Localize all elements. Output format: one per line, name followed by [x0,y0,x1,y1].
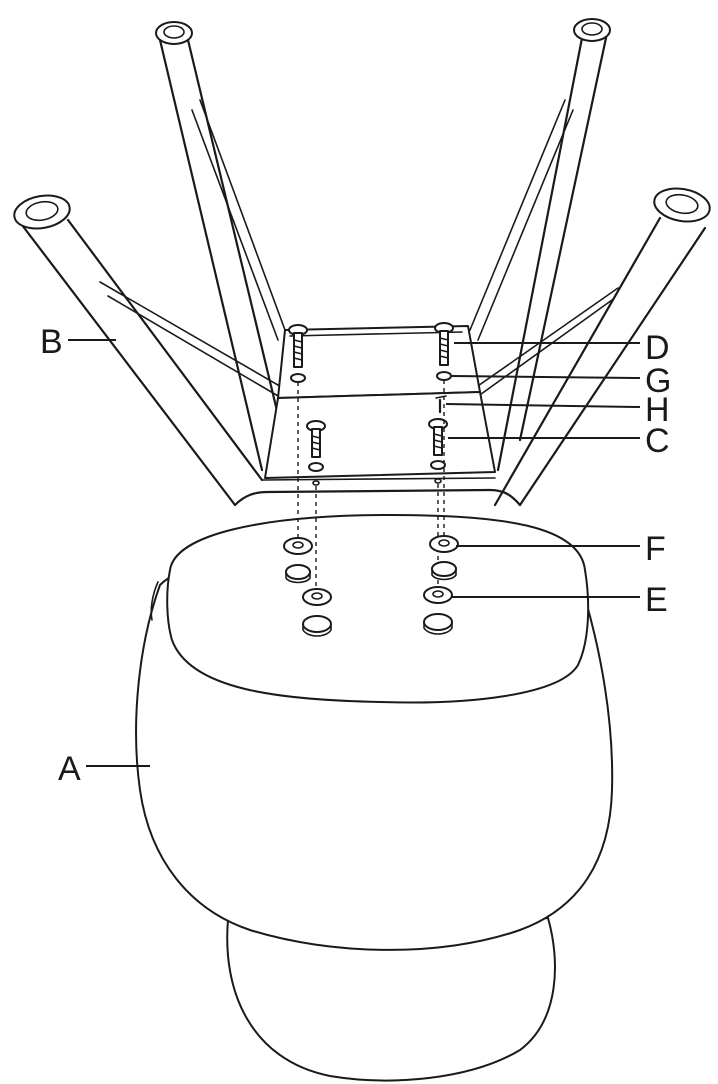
bolt-d-left [288,324,308,368]
label-e: E [645,581,668,619]
label-h: H [645,391,670,429]
washer-c-right [430,460,446,470]
chair-frame [13,18,711,507]
bolt-d-right [434,322,454,366]
washer-g-left [290,373,306,383]
bolt-c-left [306,420,326,458]
nut-f-right [429,535,459,581]
label-d: D [645,329,670,367]
washer-g-right [436,371,452,381]
label-g: G [645,362,671,400]
washer-c-left [308,462,324,472]
label-a: A [58,750,81,788]
nut-f-left [283,537,313,584]
label-c: C [645,422,670,460]
label-b: B [40,323,63,361]
seat-shell [135,514,614,1082]
label-f: F [645,530,666,568]
part-labels: B D G H C F E A [40,323,671,788]
fasteners [283,322,459,637]
leader-h [445,403,641,408]
leader-g [451,375,641,379]
nut-e-right [423,586,453,635]
bolt-c-right [428,418,448,456]
nut-e-left [302,588,332,637]
